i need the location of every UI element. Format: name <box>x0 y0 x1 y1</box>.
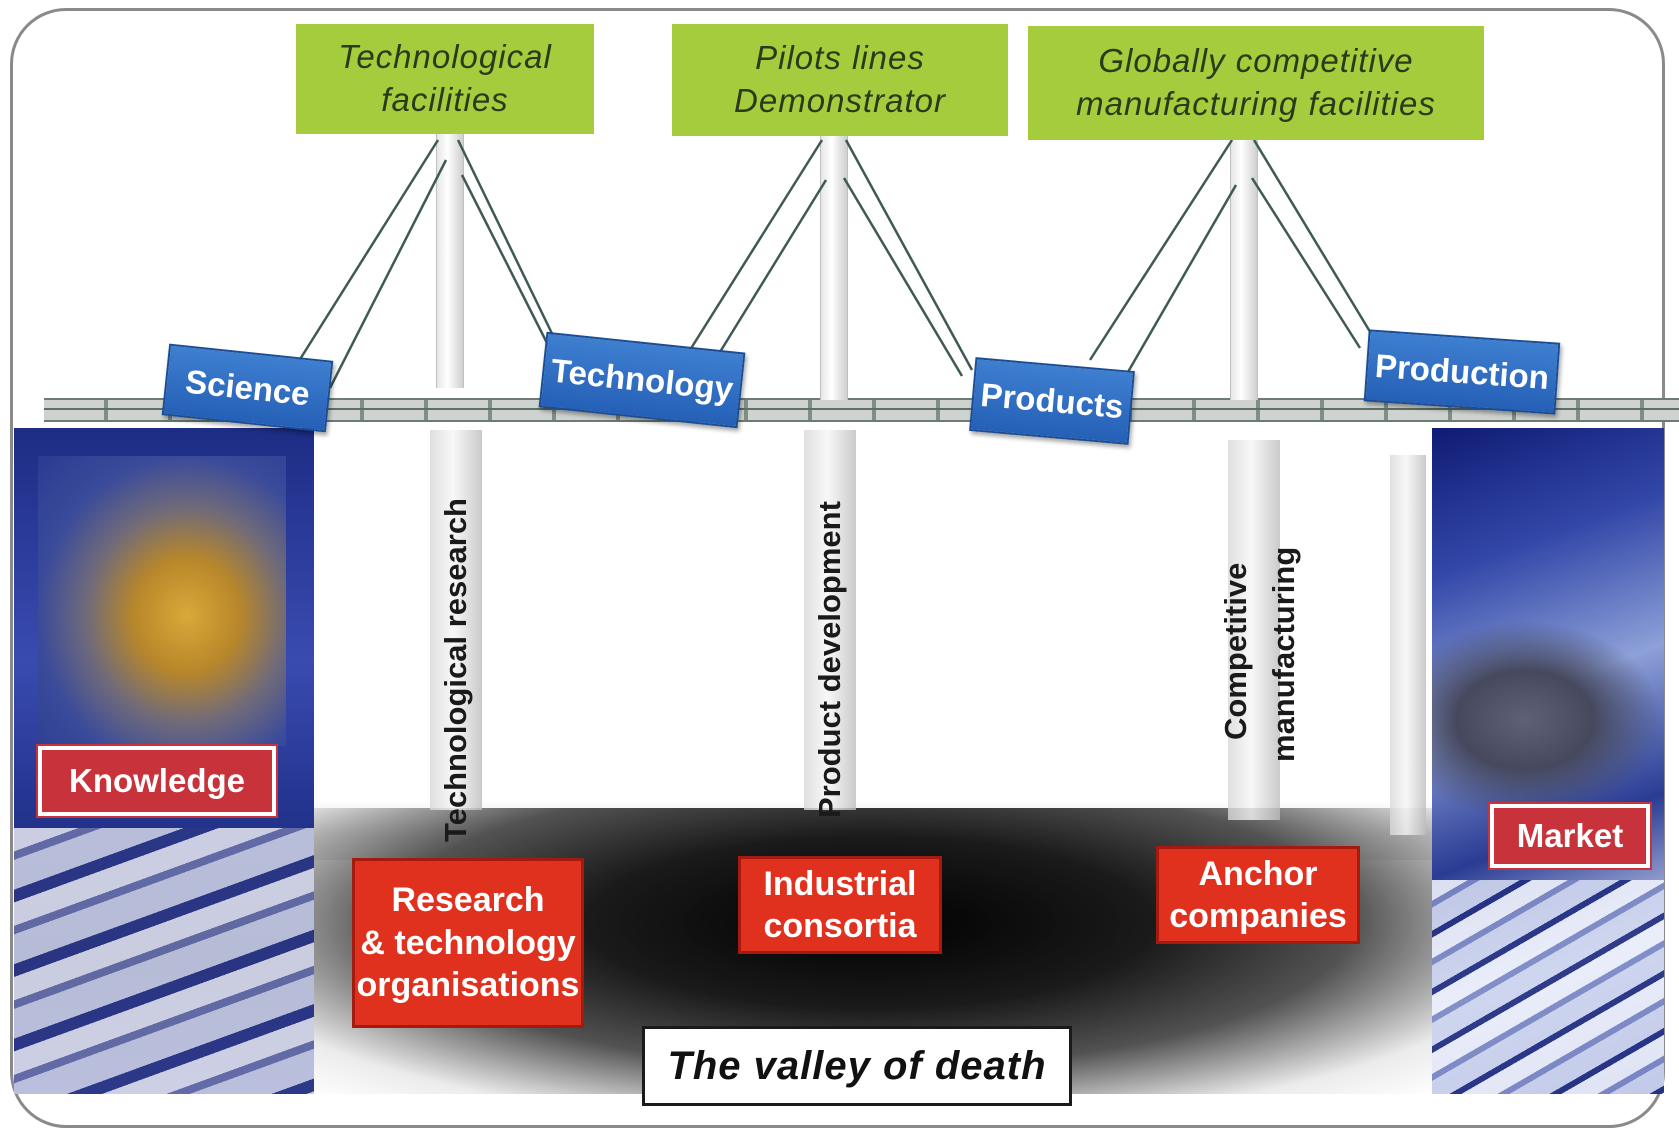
pillar-shaft-3 <box>1228 440 1280 820</box>
tag-label: Technology <box>549 351 735 408</box>
actor-line2: consortia <box>763 907 917 945</box>
end-knowledge: Knowledge <box>36 744 278 818</box>
tag-products: Products <box>969 357 1135 445</box>
lab-scientist-image <box>38 456 286 746</box>
actor-line1: Industrial <box>763 864 917 903</box>
tag-production: Production <box>1363 329 1561 415</box>
end-market: Market <box>1488 802 1652 870</box>
tag-label: Products <box>979 375 1125 426</box>
end-label: Knowledge <box>68 762 245 799</box>
bridge-deck-rail <box>44 408 1679 410</box>
facility-technological: Technological facilities <box>296 24 594 134</box>
facility-pilot-lines: Pilots lines Demonstrator <box>672 24 1008 136</box>
valley-of-death-label: The valley of death <box>642 1026 1072 1106</box>
cable <box>1126 184 1238 373</box>
pillar-label-manufacturing: manufacturing <box>1266 546 1301 762</box>
actor-anchor-companies: Anchor companies <box>1156 846 1360 944</box>
actor-industrial-consortia: Industrial consortia <box>738 856 942 954</box>
cable <box>1252 139 1374 336</box>
pillar-shaft-4 <box>1390 455 1426 835</box>
cable <box>460 174 550 346</box>
pillar-shaft-2 <box>804 430 856 810</box>
cable <box>328 159 448 389</box>
market-documents-image <box>1432 880 1664 1094</box>
facility-manufacturing: Globally competitive manufacturing facil… <box>1028 26 1484 140</box>
actor-line3: organisations <box>356 966 580 1005</box>
cable <box>1088 139 1234 361</box>
cable <box>688 139 824 351</box>
facility-text: Globally competitive manufacturing facil… <box>1076 40 1436 126</box>
bridge-tower-2 <box>820 130 848 400</box>
business-people-image <box>1432 620 1664 820</box>
cable <box>842 177 964 377</box>
actor-line2: companies <box>1169 897 1347 935</box>
valley-text: The valley of death <box>667 1043 1047 1088</box>
cable <box>1250 177 1362 349</box>
tag-label: Science <box>183 362 312 413</box>
actor-line1: Anchor <box>1198 854 1318 893</box>
end-label: Market <box>1516 817 1624 854</box>
pillar-label-competitive: Competitive <box>1218 562 1253 740</box>
facility-line1: Pilots lines <box>755 39 925 77</box>
pillar-label-product-development: Product development <box>812 501 847 818</box>
tag-label: Production <box>1373 346 1551 397</box>
lab-equipment-image <box>14 828 314 1094</box>
facility-line1: Globally competitive <box>1098 42 1414 80</box>
actor-text: Research & technology organisations <box>357 879 580 1007</box>
actor-line1: Research <box>391 881 545 920</box>
actor-rto: Research & technology organisations <box>352 858 584 1028</box>
facility-text: Technological facilities <box>338 36 552 122</box>
cable <box>718 179 828 353</box>
cable <box>844 139 974 371</box>
actor-line2: & technology <box>360 923 576 962</box>
facility-line2: manufacturing facilities <box>1076 85 1436 122</box>
facility-text: Pilots lines Demonstrator <box>734 37 946 123</box>
cable <box>456 139 562 351</box>
facility-line2: facilities <box>381 81 509 118</box>
pillar-label-technological-research: Technological research <box>438 498 473 842</box>
cable <box>290 139 440 373</box>
actor-text: Anchor companies <box>1169 853 1347 938</box>
bridge-tower-3 <box>1230 132 1258 400</box>
facility-line1: Technological <box>338 38 552 76</box>
actor-text: Industrial consortia <box>763 863 916 948</box>
facility-line2: Demonstrator <box>734 82 946 119</box>
pillar-shaft-1 <box>430 430 482 810</box>
